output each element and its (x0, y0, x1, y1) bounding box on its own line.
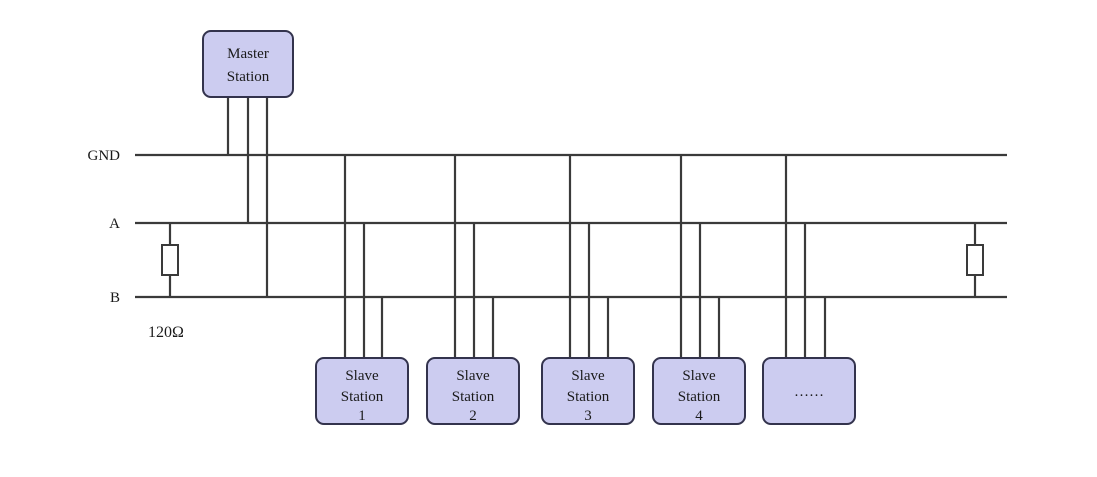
slave-station-2-label-line1: Slave (456, 368, 490, 384)
bus-label-b: B (110, 290, 120, 306)
slave-station-2-label-line2: Station (452, 389, 495, 405)
slave-station-4-label-line2: Station (678, 389, 721, 405)
slave-station-3-box[interactable] (541, 357, 635, 425)
master-station-label-line2: Station (227, 69, 270, 85)
slave-station-3-label-line1: Slave (571, 368, 605, 384)
slave-station-1-label-line2: Station (341, 389, 384, 405)
slave-station-3-label-line2: Station (567, 389, 610, 405)
terminator-left-label: 120Ω (148, 324, 184, 341)
bus-label-a: A (109, 216, 120, 232)
slave-station-2-box[interactable] (426, 357, 520, 425)
slave-station-2-label-line3: 2 (469, 408, 477, 424)
slave-station-1-label-line1: Slave (345, 368, 379, 384)
slave-station-1-label-line3: 1 (358, 408, 366, 424)
slave-station-3-label-line3: 3 (584, 408, 592, 424)
slave-station-4-label-line3: 4 (695, 408, 703, 424)
slave-station-more-box[interactable] (762, 357, 856, 425)
terminator-right-body (966, 244, 984, 276)
bus-labels-group: GND A B (88, 148, 121, 306)
slave-station-4-label-line1: Slave (682, 368, 716, 384)
slave-station-1-box[interactable] (315, 357, 409, 425)
terminator-left-body (161, 244, 179, 276)
slave-station-4-box[interactable] (652, 357, 746, 425)
slave-station-more-label: …… (794, 384, 824, 400)
bus-label-gnd: GND (88, 148, 121, 164)
terminators-group: 120Ω (148, 223, 984, 341)
master-station-label-line1: Master (227, 46, 269, 62)
master-station-box[interactable] (202, 30, 294, 98)
